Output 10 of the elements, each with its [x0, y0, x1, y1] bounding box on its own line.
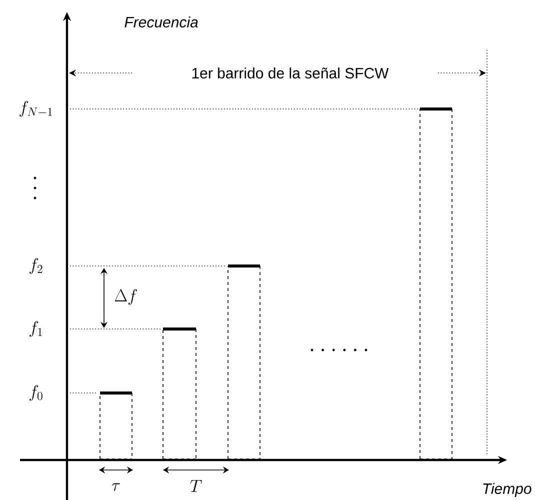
period-label: $T$	[190, 480, 202, 492]
frequency-label: $f_2$	[30, 258, 42, 274]
frequency-label: $f_0$	[30, 385, 42, 401]
axis-label: Tiempo	[483, 483, 532, 497]
step-label: $\Delta f$	[114, 289, 137, 305]
frequency-label: $f_1$	[30, 321, 42, 337]
duration-label: $\tau$	[112, 483, 120, 491]
sweep-label: 1er barrido de la señal SFCW	[192, 68, 389, 78]
frequency-label: $f_{N-1}$	[20, 101, 52, 117]
axis-label: Frecuencia	[124, 16, 198, 28]
